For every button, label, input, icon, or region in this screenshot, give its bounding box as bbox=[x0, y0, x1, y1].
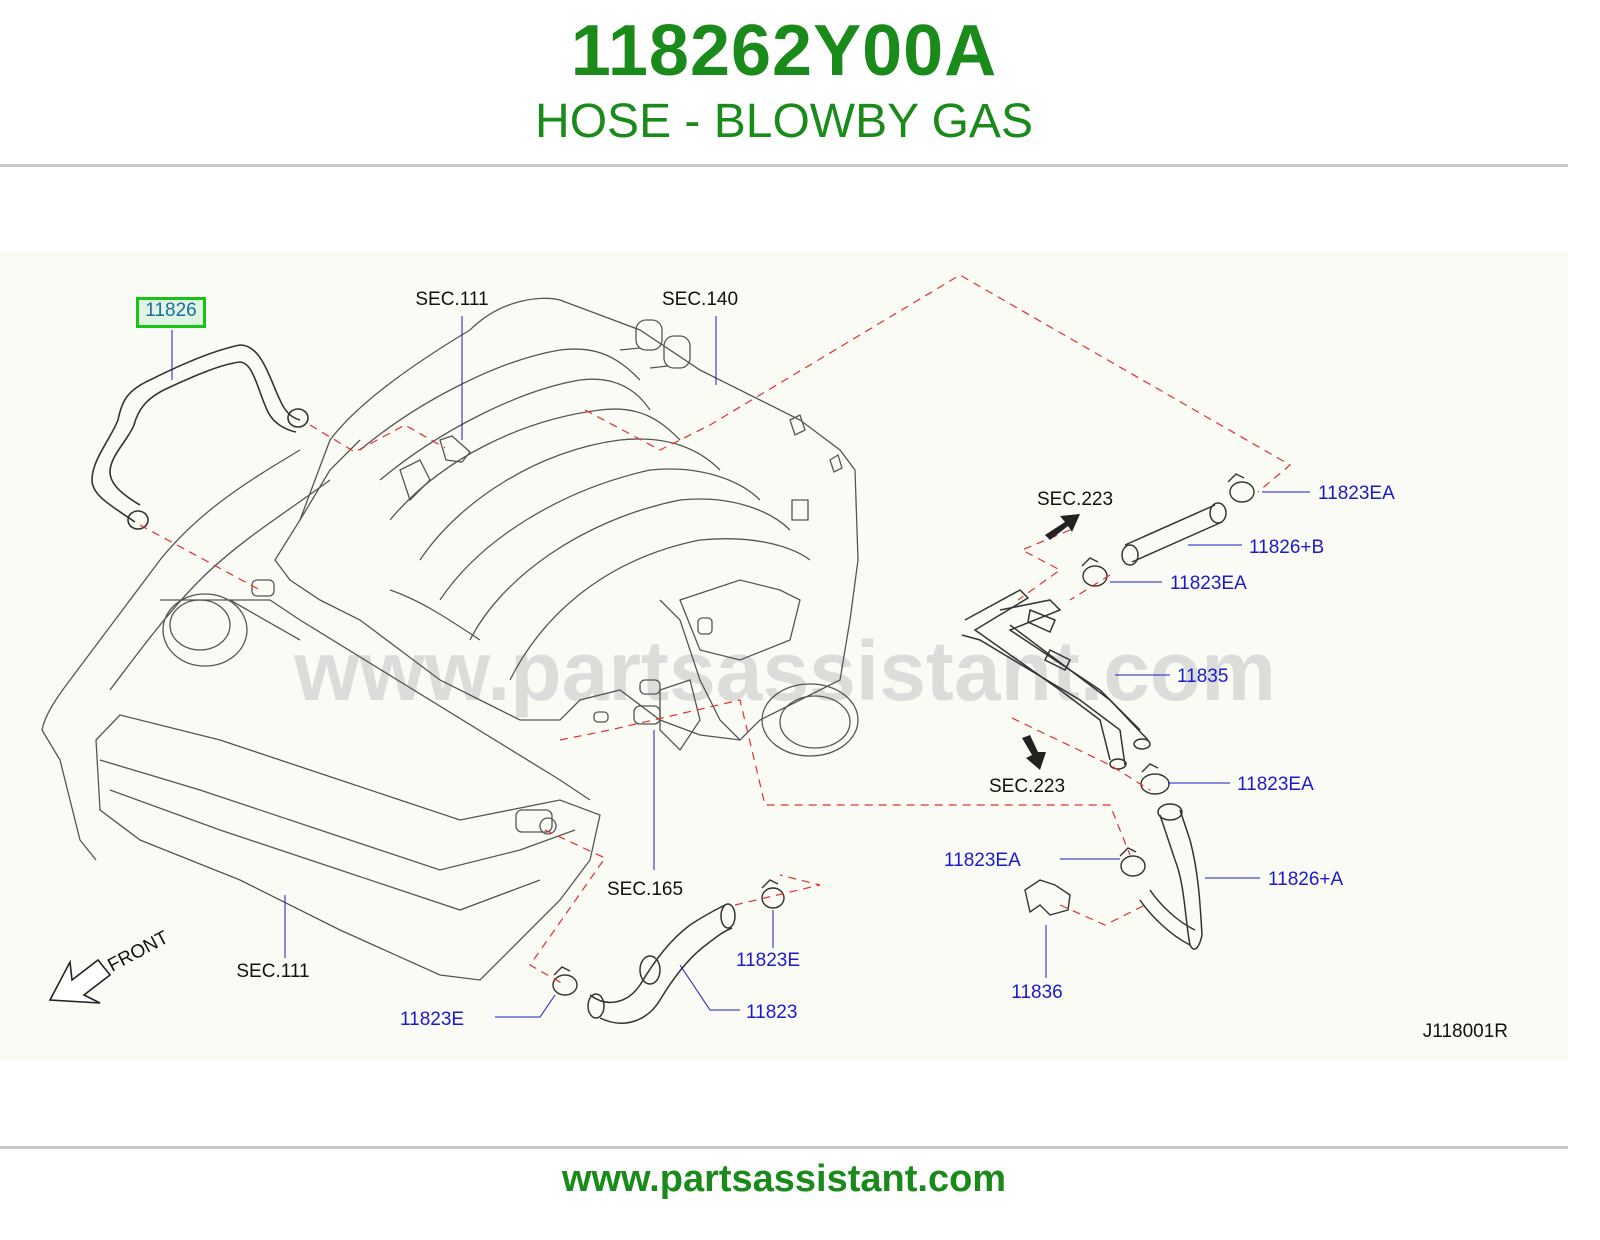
callout-11836: 11836 bbox=[1011, 982, 1062, 1003]
sec223-arrows bbox=[1022, 514, 1080, 770]
callout-11823ea-2: 11823EA bbox=[1170, 573, 1247, 594]
front-label: FRONT bbox=[104, 927, 172, 976]
part-name-subtitle: HOSE - BLOWBY GAS bbox=[535, 95, 1033, 148]
top-divider bbox=[0, 164, 1568, 167]
callout-sec223-top: SEC.223 bbox=[1037, 489, 1113, 510]
highlighted-part-box[interactable] bbox=[136, 297, 206, 328]
callout-11823ea-1: 11823EA bbox=[1318, 483, 1395, 504]
drawing-code: J118001R bbox=[1423, 1021, 1508, 1042]
callout-sec165: SEC.165 bbox=[607, 879, 683, 900]
callout-11823ea-3: 11823EA bbox=[1237, 774, 1314, 795]
callout-sec111-top: SEC.111 bbox=[415, 289, 488, 310]
highlighted-part-label[interactable]: 11826 bbox=[145, 300, 197, 321]
diagram-background bbox=[0, 252, 1568, 1060]
bottom-divider bbox=[0, 1146, 1568, 1149]
front-arrow: FRONT bbox=[48, 927, 172, 1004]
callout-sec140: SEC.140 bbox=[662, 289, 738, 310]
engine-block-drawing bbox=[41, 449, 601, 981]
hose-11826-drawing bbox=[91, 344, 309, 530]
callout-11823: 11823 bbox=[746, 1002, 797, 1023]
callout-sec223-bottom: SEC.223 bbox=[989, 776, 1065, 797]
hose-11826a-drawing bbox=[1139, 803, 1203, 950]
leader-lines bbox=[171, 316, 1310, 1018]
callout-sec111-bottom: SEC.111 bbox=[236, 961, 309, 982]
callout-11826b: 11826+B bbox=[1249, 537, 1324, 558]
footer-url[interactable]: www.partsassistant.com bbox=[561, 1158, 1007, 1200]
callout-11835: 11835 bbox=[1177, 666, 1228, 687]
clamps-drawing bbox=[552, 473, 1255, 996]
callout-labels: SEC.111 SEC.140 SEC.223 SEC.223 SEC.165 … bbox=[236, 289, 1508, 1042]
page-header: 118262Y00A HOSE - BLOWBY GAS bbox=[0, 0, 1568, 166]
hose-11823-drawing bbox=[587, 903, 736, 1024]
hose-11826b-drawing bbox=[1121, 502, 1227, 566]
pipe-11835-drawing bbox=[961, 589, 1151, 770]
callout-11823ea-4: 11823EA bbox=[944, 850, 1021, 871]
guide-lines bbox=[139, 274, 1292, 986]
intake-manifold-drawing bbox=[274, 297, 859, 757]
callout-11823e-2: 11823E bbox=[400, 1009, 464, 1030]
callout-11823e-1: 11823E bbox=[736, 950, 800, 971]
watermark-text: www.partsassistant.com bbox=[293, 624, 1276, 718]
callout-11826a: 11826+A bbox=[1268, 869, 1344, 890]
part-number-title: 118262Y00A bbox=[570, 11, 998, 91]
